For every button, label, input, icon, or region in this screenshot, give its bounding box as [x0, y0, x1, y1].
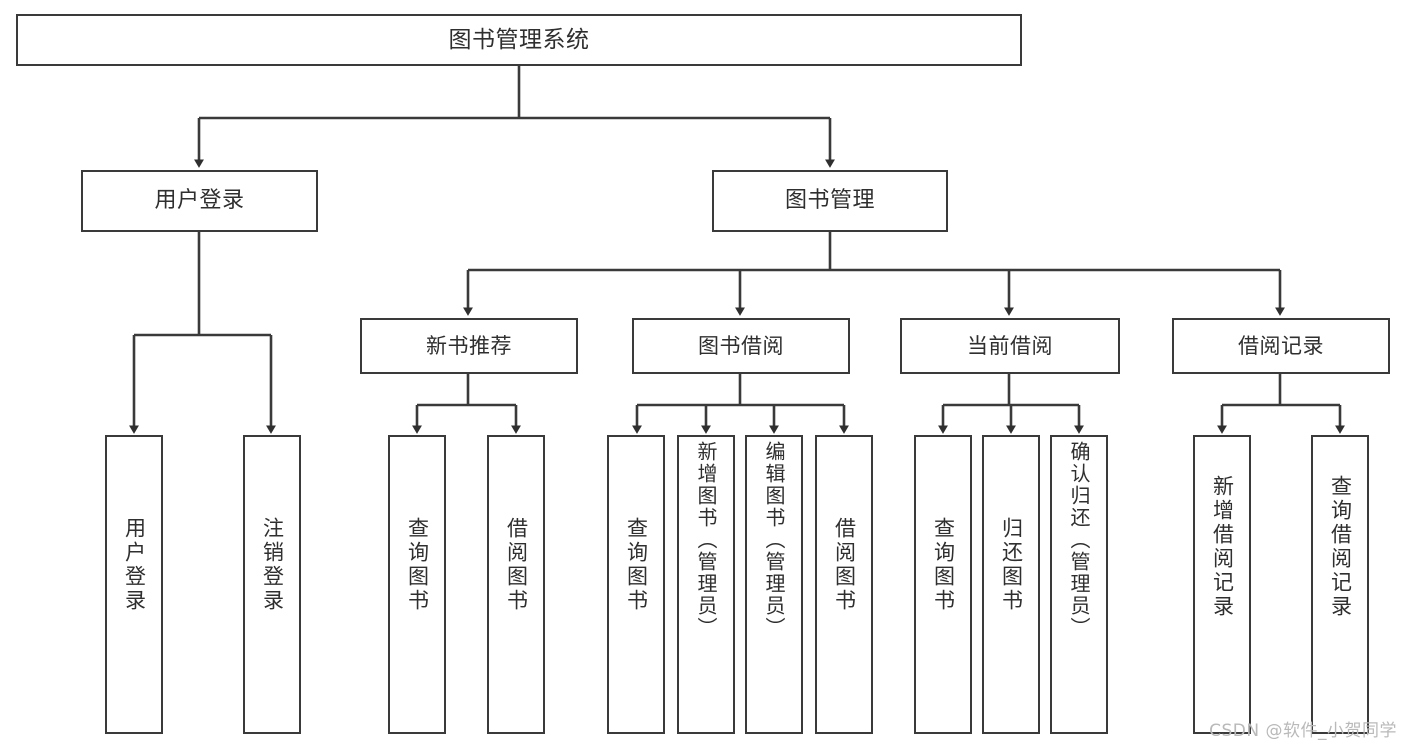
leaf-borrow-book-borrow[interactable]: 借阅图书	[815, 435, 873, 734]
node-root-book-management-system[interactable]: 图书管理系统	[16, 14, 1022, 66]
node-label: 查询图书	[931, 517, 956, 613]
node-label: 用户登录	[122, 517, 147, 613]
node-label: 借阅图书	[832, 517, 857, 613]
node-label: 确认归还（管理员）	[1067, 441, 1091, 639]
node-label: 新增借阅记录	[1210, 475, 1235, 619]
node-new-book-recommendation[interactable]: 新书推荐	[360, 318, 578, 374]
node-label: 编辑图书（管理员）	[762, 441, 786, 639]
leaf-edit-book-admin[interactable]: 编辑图书（管理员）	[745, 435, 803, 734]
csdn-watermark: CSDN @软件_小贺同学	[1209, 721, 1397, 741]
node-label: 新书推荐	[426, 333, 512, 358]
node-borrow-record[interactable]: 借阅记录	[1172, 318, 1390, 374]
leaf-user-login[interactable]: 用户登录	[105, 435, 163, 734]
node-user-login[interactable]: 用户登录	[81, 170, 318, 232]
node-book-borrow[interactable]: 图书借阅	[632, 318, 850, 374]
node-current-borrow[interactable]: 当前借阅	[900, 318, 1120, 374]
node-label: 查询图书	[624, 517, 649, 613]
leaf-logout-login[interactable]: 注销登录	[243, 435, 301, 734]
leaf-query-book-new-rec[interactable]: 查询图书	[388, 435, 446, 734]
node-label: 查询图书	[405, 517, 430, 613]
node-label: 图书管理	[784, 188, 875, 214]
node-book-management[interactable]: 图书管理	[712, 170, 948, 232]
leaf-query-book-current[interactable]: 查询图书	[914, 435, 972, 734]
node-label: 注销登录	[260, 517, 285, 613]
node-label: 图书借阅	[698, 333, 784, 358]
node-label: 借阅记录	[1238, 333, 1324, 358]
leaf-query-borrow-record[interactable]: 查询借阅记录	[1311, 435, 1369, 734]
leaf-add-book-admin[interactable]: 新增图书（管理员）	[677, 435, 735, 734]
leaf-query-book-borrow[interactable]: 查询图书	[607, 435, 665, 734]
node-label: 图书管理系统	[448, 26, 590, 53]
node-label: 查询借阅记录	[1328, 475, 1353, 619]
node-label: 用户登录	[154, 188, 245, 214]
leaf-return-book[interactable]: 归还图书	[982, 435, 1040, 734]
node-label: 当前借阅	[967, 333, 1053, 358]
node-label: 归还图书	[999, 517, 1024, 613]
leaf-confirm-return-admin[interactable]: 确认归还（管理员）	[1050, 435, 1108, 734]
node-label: 借阅图书	[504, 517, 529, 613]
leaf-add-borrow-record[interactable]: 新增借阅记录	[1193, 435, 1251, 734]
node-label: 新增图书（管理员）	[694, 441, 718, 639]
leaf-borrow-book-new-rec[interactable]: 借阅图书	[487, 435, 545, 734]
